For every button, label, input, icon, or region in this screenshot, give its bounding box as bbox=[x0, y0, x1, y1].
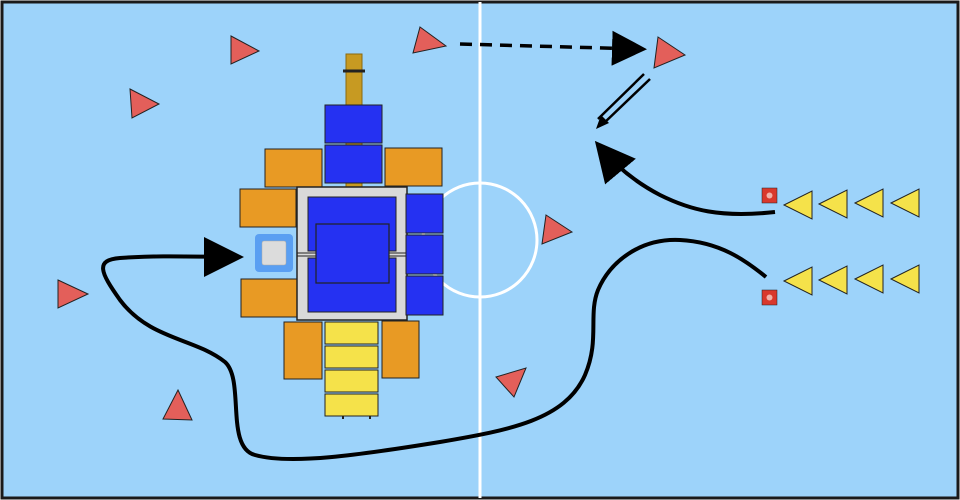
frame-center-blue bbox=[315, 223, 390, 284]
obstacle-orange-block bbox=[264, 148, 323, 188]
attacker-triangle-icon bbox=[653, 36, 687, 69]
cone-triangle-icon bbox=[889, 188, 920, 218]
attacker-triangle-icon bbox=[57, 279, 90, 309]
shot-arrowhead bbox=[596, 115, 609, 129]
cone-triangle-icon bbox=[853, 264, 884, 294]
attacker-triangle-icon bbox=[162, 388, 193, 421]
obstacle-blue-block bbox=[405, 275, 444, 316]
dribble-path bbox=[101, 236, 768, 462]
movement-paths bbox=[101, 30, 776, 462]
ladder-rung bbox=[324, 345, 379, 369]
ladder-rung bbox=[324, 393, 379, 417]
obstacle-orange-block bbox=[240, 278, 298, 318]
ladder-rung bbox=[324, 369, 379, 393]
start-marker-dot bbox=[766, 294, 773, 301]
cone-row-top bbox=[782, 188, 920, 220]
cone-triangle-icon bbox=[817, 265, 848, 295]
obstacle-blue-block bbox=[405, 193, 444, 234]
attacker-triangle-icon bbox=[230, 35, 261, 65]
attackers bbox=[57, 26, 687, 421]
target-square-inner bbox=[261, 240, 287, 266]
start-markers bbox=[761, 187, 778, 306]
shot-arrow-line bbox=[602, 78, 651, 125]
ladder-rung bbox=[324, 321, 379, 345]
obstacle-orange-block bbox=[239, 188, 297, 228]
obstacle-blue-block bbox=[405, 234, 444, 275]
shot-arrow-line bbox=[597, 73, 645, 120]
obstacle-orange-block bbox=[384, 147, 443, 187]
obstacle-orange-block bbox=[381, 320, 420, 379]
attacker-triangle-icon bbox=[541, 214, 574, 245]
cone-triangle-icon bbox=[782, 190, 813, 220]
obstacle-blue-block bbox=[324, 144, 383, 184]
attacker-triangle-icon bbox=[495, 367, 527, 398]
attacker-triangle-icon bbox=[129, 88, 161, 119]
obstacle-course bbox=[239, 53, 444, 419]
cone-triangle-icon bbox=[817, 189, 848, 219]
obstacle-orange-block bbox=[283, 321, 323, 380]
cone-triangle-icon bbox=[889, 264, 920, 294]
start-marker-dot bbox=[766, 192, 773, 199]
cone-triangle-icon bbox=[853, 188, 884, 218]
obstacle-blue-block bbox=[324, 104, 383, 144]
run-path bbox=[594, 140, 776, 216]
pass-arrow bbox=[459, 30, 647, 66]
attacker-triangle-icon bbox=[412, 26, 448, 54]
cone-row-bottom bbox=[782, 264, 920, 296]
cone-triangle-icon bbox=[782, 266, 813, 296]
